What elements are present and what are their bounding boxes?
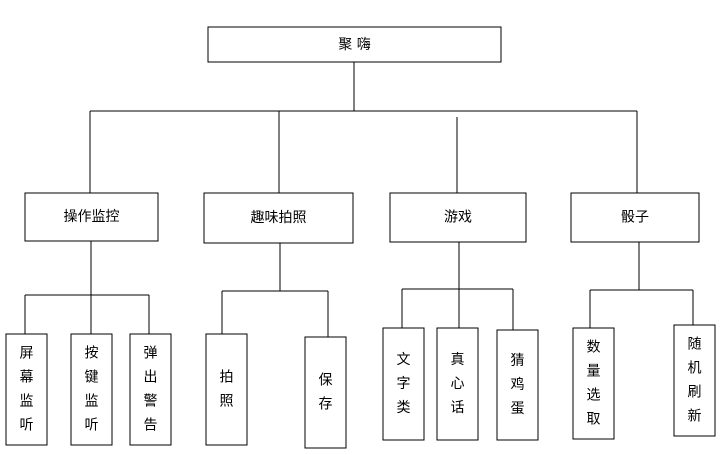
category-node-2: 趣味拍照	[203, 192, 354, 244]
leaf-node-1-3: 弹出警告	[129, 333, 172, 446]
leaf-node-3-3: 猜鸡蛋	[496, 329, 539, 441]
leaf-label: 按键监听	[85, 346, 99, 434]
leaf-label: 随机刷新	[688, 337, 702, 425]
leaf-node-2-1: 拍照	[205, 333, 248, 446]
leaf-node-3-2: 真心话	[436, 327, 479, 441]
category-node-4: 骰子	[570, 192, 700, 243]
leaf-label: 猜鸡蛋	[511, 353, 525, 417]
category-label: 游戏	[444, 210, 472, 226]
category-label: 骰子	[621, 210, 649, 226]
leaf-node-1-2: 按键监听	[70, 333, 113, 446]
leaf-label: 真心话	[451, 352, 465, 416]
category-node-1: 操作监控	[24, 192, 159, 242]
root-label: 聚 嗨	[338, 37, 370, 53]
leaf-label: 弹出警告	[144, 346, 158, 434]
category-label: 操作监控	[64, 209, 120, 225]
leaf-node-3-1: 文字类	[382, 327, 425, 441]
connectors	[24, 62, 694, 337]
leaf-label: 文字类	[397, 352, 411, 416]
leaf-label: 保存	[319, 373, 333, 413]
leaf-node-4-1: 数量选取	[572, 327, 615, 440]
leaf-label: 数量选取	[587, 340, 601, 428]
leaf-node-1-1: 屏幕监听	[5, 333, 48, 446]
category-label: 趣味拍照	[251, 210, 307, 226]
leaf-node-4-2: 随机刷新	[673, 324, 716, 437]
leaf-label: 拍照	[220, 370, 234, 410]
leaf-label: 屏幕监听	[20, 346, 34, 434]
category-node-3: 游戏	[389, 192, 527, 243]
leaf-node-2-2: 保存	[304, 336, 347, 449]
root-node: 聚 嗨	[207, 26, 502, 63]
